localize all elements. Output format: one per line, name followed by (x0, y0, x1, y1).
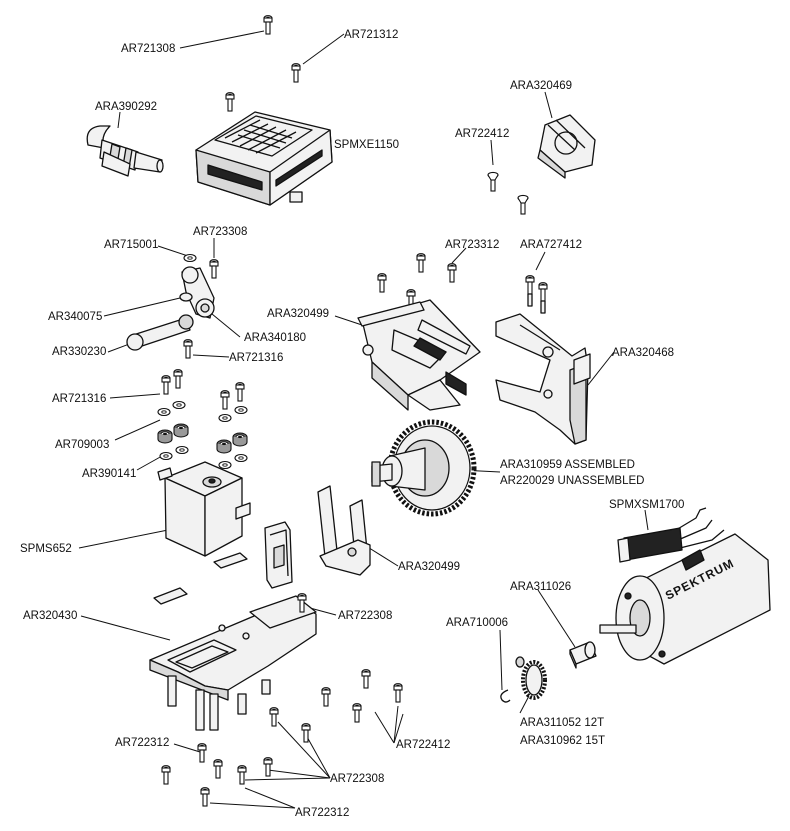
label-ar340075: AR340075 (48, 311, 102, 323)
grommet-ar390141-b (173, 423, 189, 438)
label-ar721312: AR721312 (344, 29, 398, 41)
servo-mount-plate (153, 552, 248, 605)
washer-lower-d (234, 453, 248, 463)
chassis-plate-ar320430 (149, 595, 317, 731)
pinion-ara311052 (515, 656, 547, 700)
washer-ar709003-c (218, 413, 232, 423)
washer-ar709003-b (172, 400, 186, 410)
grommet-ar390141-a (157, 429, 173, 444)
label-ar715001: AR715001 (104, 239, 158, 251)
diff-mount-ara320499-bottom (317, 485, 371, 576)
link-ar330230 (126, 314, 194, 351)
label-ara310959: ARA310959 ASSEMBLED (500, 459, 635, 471)
washer-ar709003-d (234, 405, 248, 415)
label-ara311052: ARA311052 12T (520, 717, 604, 729)
part-labels: AR721308 AR721312 ARA390292 SPMXE1150 AR… (20, 29, 684, 819)
label-ara320469: ARA320469 (510, 80, 572, 92)
label-ar721316-b: AR721316 (52, 393, 106, 405)
washer-lower-a (159, 451, 173, 461)
screw-ar721312 (291, 63, 301, 83)
screw-ar722312-b (161, 765, 171, 785)
screw-ar722412-top-a (487, 171, 499, 192)
label-ar722308-top: AR722308 (338, 610, 392, 622)
screw-servo-a (220, 390, 230, 410)
label-ar722312-b: AR722312 (295, 807, 349, 819)
screw-ar721316-a (183, 339, 193, 359)
label-ara340180: ARA340180 (244, 332, 306, 344)
screw-shaft-long (527, 293, 546, 314)
label-ara727412: ARA727412 (520, 239, 582, 251)
screw-ar722308-c (263, 757, 273, 777)
label-spms652: SPMS652 (20, 543, 72, 555)
label-ar723312: AR723312 (445, 239, 499, 251)
label-ar220029: AR220029 UNASSEMBLED (500, 475, 644, 487)
label-ara710006: ARA710006 (446, 617, 508, 629)
label-ar721308: AR721308 (121, 43, 175, 55)
washer-lower-b (175, 445, 189, 455)
esc-spmxe1150 (195, 111, 333, 206)
servo-horn-ara340180 (181, 266, 215, 319)
screw-ar722308-d (237, 765, 247, 785)
screw-diff-b (416, 253, 426, 273)
screw-ar722412-a (361, 669, 371, 689)
label-ara310962: ARA310962 15T (520, 735, 605, 747)
bushing-ar340075 (179, 292, 193, 302)
label-ar721316-a: AR721316 (229, 352, 283, 364)
screw-ar722412-top-b (517, 194, 529, 215)
diff-mount-ara320499-top (357, 299, 481, 411)
label-ar722308-bottom: AR722308 (330, 773, 384, 785)
screw-diff-a (377, 273, 387, 293)
label-ar709003: AR709003 (55, 439, 109, 451)
label-spmxsm1700: SPMXSM1700 (609, 499, 684, 511)
screw-servo-b (235, 382, 245, 402)
screw-ar722412-d (352, 703, 362, 723)
screw-ar722312-a (197, 743, 207, 763)
screw-ara727412-a (525, 275, 535, 295)
screw-ara727412-b (538, 282, 548, 302)
connector-ara390292 (86, 125, 164, 177)
label-ara390292: ARA390292 (95, 101, 157, 113)
screw-ar721308 (263, 15, 273, 35)
label-ara311026: ARA311026 (510, 581, 571, 593)
screw-ar722412-b (393, 683, 403, 703)
screw-esc-mount (225, 92, 235, 112)
screw-ar723308 (209, 259, 219, 279)
e-clip-ara710006 (500, 689, 511, 703)
label-ar723308: AR723308 (193, 226, 247, 238)
label-spmxe1150: SPMXE1150 (334, 139, 399, 151)
servo-spms652 (157, 461, 251, 557)
grommet-ar390141-c (216, 439, 232, 454)
washer-ar709003-a (157, 407, 171, 417)
screw-ar722308-e (213, 759, 223, 779)
label-ar722412-top: AR722412 (455, 128, 509, 140)
screw-ar722412-c (321, 687, 331, 707)
servo-mount-post (264, 521, 293, 589)
screw-ar721316-b (161, 375, 171, 395)
grommet-ar390141-d (232, 432, 248, 447)
screw-ar721316-c (173, 369, 183, 389)
label-ar390141: AR390141 (82, 468, 136, 480)
label-ar320430: AR320430 (23, 610, 77, 622)
motor-plate-ara320468 (495, 313, 591, 445)
label-ara320499-bottom: ARA320499 (398, 561, 460, 573)
label-ara320468: ARA320468 (612, 347, 674, 359)
label-ar722412-bottom: AR722412 (396, 739, 450, 751)
washer-lower-c (218, 460, 232, 470)
screw-ar722308-a (269, 707, 279, 727)
spur-gear-ara310959 (371, 419, 477, 517)
motor-spmxsm1700: SPEKTRUM (599, 507, 771, 665)
label-ar330230: AR330230 (52, 346, 106, 358)
spacer-ara311026 (569, 641, 597, 669)
nut-ar715001 (183, 253, 197, 263)
screw-ar722312-c (200, 787, 210, 807)
label-ar722312-a: AR722312 (115, 737, 169, 749)
label-ara320499-top: ARA320499 (267, 308, 329, 320)
screw-ar723312 (447, 263, 457, 283)
motor-mount-ara320469 (537, 114, 596, 179)
